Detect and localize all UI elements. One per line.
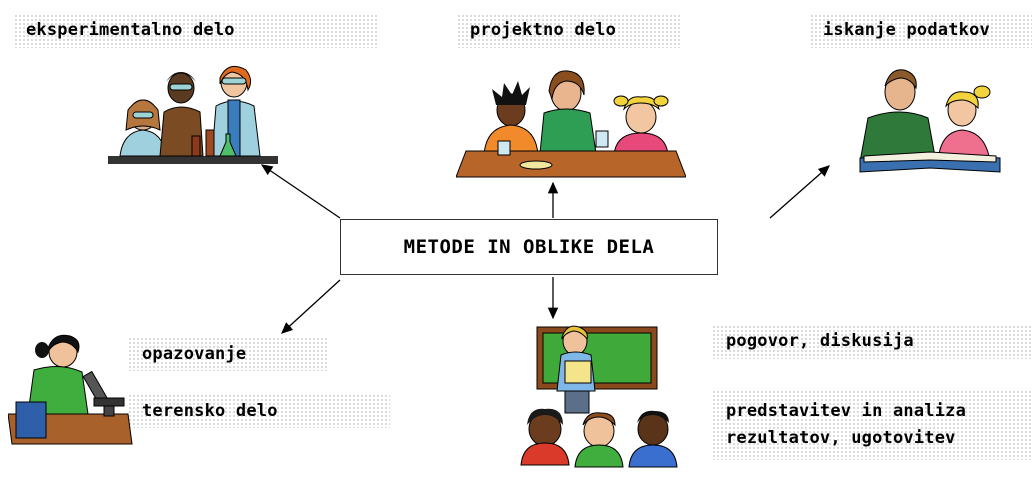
label-data-search: iskanje podatkov bbox=[823, 20, 990, 40]
label-backdrop bbox=[712, 325, 1032, 359]
label-backdrop bbox=[128, 337, 328, 371]
arrow-to-observation bbox=[281, 279, 341, 334]
label-backdrop bbox=[457, 14, 682, 48]
center-title-box: METODE IN OBLIKE DELA bbox=[340, 219, 718, 275]
group-table-icon bbox=[456, 70, 686, 178]
label-observation: opazovanje bbox=[142, 344, 247, 364]
label-backdrop bbox=[14, 14, 379, 48]
arrow-to-data-search bbox=[769, 165, 830, 219]
label-backdrop bbox=[712, 390, 1032, 460]
label-fieldwork: terensko delo bbox=[142, 401, 278, 421]
label-backdrop bbox=[810, 14, 1032, 48]
label-experimental: eksperimentalno delo bbox=[26, 20, 235, 40]
arrow-to-experimental bbox=[260, 164, 341, 219]
microscope-child-icon bbox=[8, 334, 133, 445]
reading-book-icon bbox=[859, 69, 1001, 173]
classroom-presenter-icon bbox=[520, 325, 678, 468]
scientists-lab-icon bbox=[108, 65, 278, 164]
label-backdrop bbox=[128, 394, 390, 428]
label-discussion: pogovor, diskusija bbox=[726, 331, 914, 351]
label-presentation-1: predstavitev in analiza bbox=[726, 401, 967, 421]
label-project: projektno delo bbox=[470, 20, 617, 40]
label-presentation-2: rezultatov, ugotovitev bbox=[726, 428, 956, 448]
center-title: METODE IN OBLIKE DELA bbox=[403, 236, 655, 258]
